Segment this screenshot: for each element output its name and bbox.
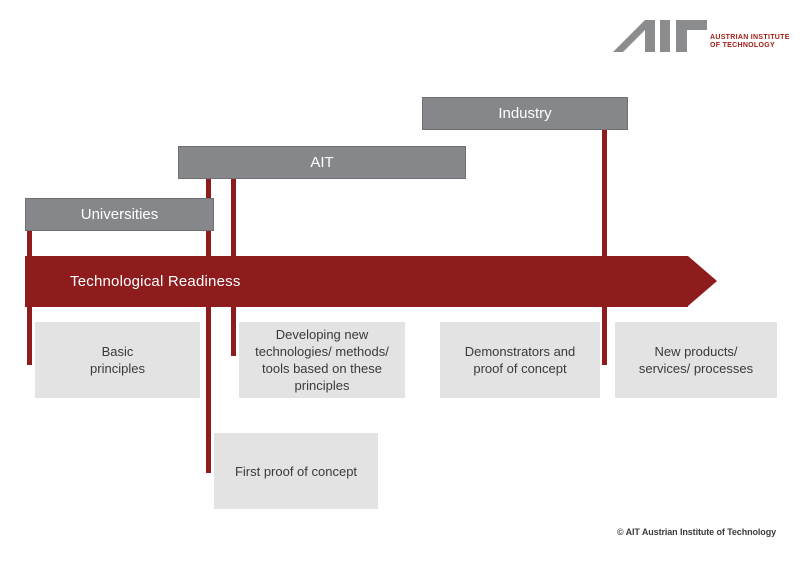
bar-ait: AIT (178, 146, 466, 179)
stage-first-proof-of-concept: First proof of concept (214, 433, 378, 509)
bar-universities-label: Universities (80, 206, 159, 223)
copyright-text: © AIT Austrian Institute of Technology (617, 527, 776, 537)
stage-developing-new-technologies: Developing new technologies/ methods/ to… (239, 322, 405, 398)
connector-line-industry (602, 130, 607, 365)
readiness-arrow: Technological Readiness (25, 256, 688, 307)
ait-logo: AUSTRIAN INSTITUTE OF TECHNOLOGY (613, 20, 789, 60)
readiness-arrow-label: Technological Readiness (70, 273, 241, 290)
bar-industry-label: Industry (498, 105, 552, 122)
bar-ait-label: AIT (310, 154, 334, 171)
connector-line-ait-left (206, 178, 211, 473)
stage-developing-new-technologies-label: Developing new technologies/ methods/ to… (255, 327, 389, 393)
stage-demonstrators: Demonstrators and proof of concept (440, 322, 600, 398)
stage-new-products: New products/ services/ processes (615, 322, 777, 398)
bar-industry: Industry (422, 97, 628, 130)
readiness-arrow-head-icon (688, 256, 717, 306)
stage-first-proof-of-concept-label: First proof of concept (234, 463, 358, 479)
ait-logo-caption-line1: AUSTRIAN INSTITUTE (710, 34, 790, 41)
ait-logo-caption-line2: OF TECHNOLOGY (710, 42, 775, 49)
ait-logo-icon (613, 20, 707, 52)
ait-logo-caption: AUSTRIAN INSTITUTE OF TECHNOLOGY (710, 34, 790, 50)
stage-basic-principles-label: Basic principles (90, 344, 145, 376)
stage-new-products-label: New products/ services/ processes (638, 344, 754, 376)
stage-basic-principles: Basic principles (35, 322, 200, 398)
stage-demonstrators-label: Demonstrators and proof of concept (464, 344, 576, 376)
bar-universities: Universities (25, 198, 214, 231)
